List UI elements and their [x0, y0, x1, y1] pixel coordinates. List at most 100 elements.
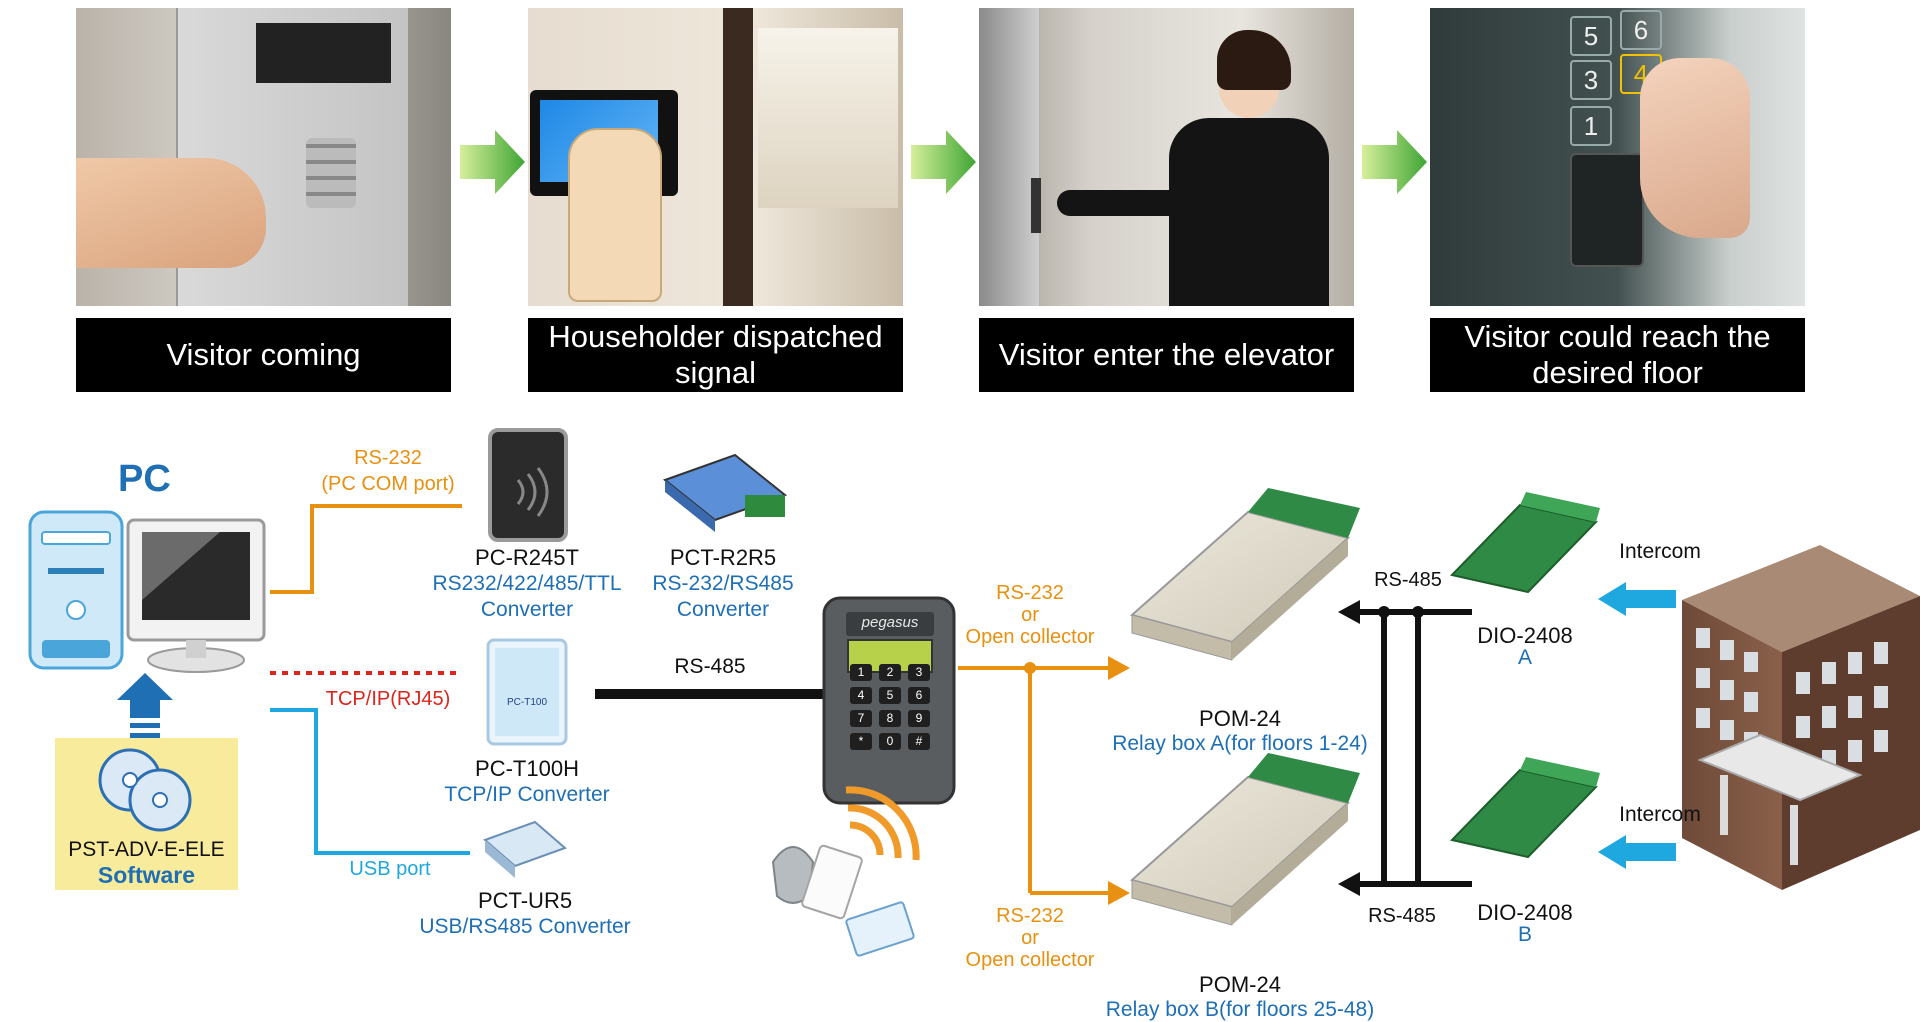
rs232-pc-label: RS-232: [354, 447, 422, 469]
elevator-keypad-reader: [1570, 153, 1644, 267]
reader-key-2: 2: [879, 664, 901, 681]
elevator-btn-1: 1: [1570, 106, 1612, 146]
caption-step-4: Visitor could reach the desired floor: [1430, 318, 1805, 392]
tcpip-label: TCP/IP(RJ45): [325, 688, 451, 710]
rs232-pc-line: [270, 504, 462, 594]
rs232-to-relay-lines: [958, 656, 1130, 905]
reader-key-0: 0: [879, 733, 901, 750]
pct-ur5-device: [483, 820, 567, 878]
dio-a-sub: A: [1517, 646, 1532, 669]
reader-key-9: 9: [908, 710, 930, 727]
rs485-top-label: RS-485: [1374, 569, 1442, 591]
pc-r245t-name: PC-R245T: [475, 545, 579, 570]
reader-key-8: 8: [879, 710, 901, 727]
reader-key-hash: #: [908, 733, 930, 750]
reader-key-6: 6: [908, 687, 930, 704]
software-box: [55, 738, 238, 890]
reader-keypad: 1 2 3 4 5 6 7 8 9 * 0 #: [850, 664, 930, 750]
reader-key-star: *: [850, 733, 872, 750]
pom-b-name: POM-24: [1199, 972, 1281, 997]
pom-a-desc: Relay box A(for floors 1-24): [1112, 732, 1368, 755]
rfid-card-icon: [801, 844, 863, 920]
caption-step-3: Visitor enter the elevator: [979, 318, 1354, 392]
reader-key-5: 5: [879, 687, 901, 704]
pc-t100h-desc: TCP/IP Converter: [444, 783, 610, 806]
pct-r2r5-desc1: RS-232/RS485: [652, 572, 794, 595]
pct-r2r5-name: PCT-R2R5: [669, 545, 777, 570]
pct-r2r5-device: [662, 453, 788, 532]
pc-r245t-desc2: Converter: [480, 598, 574, 621]
reader-key-1: 1: [850, 664, 872, 681]
photo-householder: [528, 8, 903, 306]
intercom-arrow-b: [1598, 835, 1676, 869]
rs485-main-label: RS-485: [674, 655, 746, 678]
elevator-btn-3: 3: [1570, 60, 1612, 100]
photo-enter-elevator: [979, 8, 1354, 306]
woman-arm: [1057, 190, 1207, 216]
step-arrow-3: [1362, 130, 1427, 194]
caption-step-2: Householder dispatched signal: [528, 318, 903, 392]
elevator-btn-6: 6: [1620, 10, 1662, 50]
reader-key-4: 4: [850, 687, 872, 704]
or-a-label: or: [1021, 604, 1039, 626]
dio-a-name: DIO-2408: [1477, 623, 1573, 648]
intercom-display: [256, 23, 391, 83]
open-collector-b-label: Open collector: [965, 949, 1095, 971]
elevator-call-panel: [1031, 178, 1041, 233]
relay-box-a-device: [1129, 488, 1360, 661]
pc-r245t-desc1: RS232/422/485/TTL: [432, 572, 622, 595]
pc-t100h-name: PC-T100H: [475, 756, 579, 781]
pc-r245t-device: [488, 428, 568, 542]
visitor-arm: [76, 158, 266, 268]
rf-signal-icon: [845, 786, 920, 861]
dio-2408-a-device: [1450, 492, 1600, 594]
rs232-a-label: RS-232: [996, 582, 1064, 604]
pct-ur5-desc: USB/RS485 Converter: [419, 915, 631, 938]
usb-line: [270, 708, 470, 855]
elevator-door: [979, 8, 1039, 306]
relay-box-b-device: [1129, 753, 1360, 926]
install-arrow-icon: [117, 673, 173, 738]
room-window: [758, 28, 898, 208]
intercom-keypad: [306, 138, 356, 208]
pc-title: PC: [118, 458, 171, 500]
reader-brand: pegasus: [861, 614, 919, 631]
pom-b-desc: Relay box B(for floors 25-48): [1105, 998, 1375, 1021]
usb-label: USB port: [349, 858, 431, 880]
pc-t100h-device: PC-T100: [486, 638, 568, 746]
intercom-arrow-a: [1598, 582, 1676, 616]
intercom-top-label: Intercom: [1619, 540, 1701, 563]
dio-2408-b-device: [1450, 757, 1600, 859]
reader-key-3: 3: [908, 664, 930, 681]
pom-a-name: POM-24: [1199, 706, 1281, 731]
rs232-pc-sublabel: (PC COM port): [321, 473, 455, 495]
photo-reach-floor: 5 6 3 4 1: [1430, 8, 1805, 306]
rs485-bottom-label: RS-485: [1368, 905, 1436, 927]
elevator-btn-5: 5: [1570, 16, 1612, 56]
step-arrow-1: [460, 130, 525, 194]
pc-monitor: [126, 518, 266, 673]
id-card-icon: [845, 901, 915, 957]
pct-ur5-name: PCT-UR5: [477, 888, 573, 913]
software-label: Software: [97, 862, 196, 888]
pc-tower: [28, 510, 124, 670]
building-icon: [1682, 545, 1920, 890]
caption-step-1: Visitor coming: [76, 318, 451, 392]
rs485-bus-lines: [1338, 600, 1472, 896]
pct-r2r5-desc2: Converter: [676, 598, 770, 621]
open-collector-a-label: Open collector: [965, 626, 1095, 648]
or-b-label: or: [1021, 927, 1039, 949]
step-arrow-2: [911, 130, 976, 194]
rs232-b-label: RS-232: [996, 905, 1064, 927]
room-door-frame: [723, 8, 753, 306]
intercom-bottom-label: Intercom: [1619, 803, 1701, 826]
pc-t100h-screen-text: PC-T100: [507, 697, 547, 708]
dio-b-name: DIO-2408: [1477, 900, 1573, 925]
pointing-hand-icon: [568, 128, 662, 302]
dio-b-sub: B: [1517, 923, 1532, 946]
reader-key-7: 7: [850, 710, 872, 727]
photo-visitor-coming: [76, 8, 451, 306]
software-name: PST-ADV-E-ELE: [68, 838, 225, 861]
floor-hand: [1640, 58, 1750, 238]
